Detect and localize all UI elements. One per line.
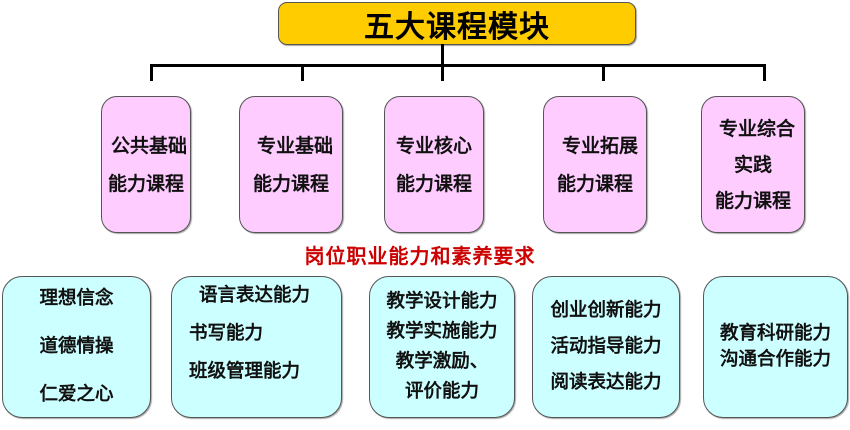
module-professional-expansion: 专业拓展 能力课程 bbox=[543, 96, 647, 233]
connector-drop-2 bbox=[301, 64, 304, 81]
ability-line: 仁爱之心 bbox=[39, 384, 114, 405]
module-line: 专业基础 bbox=[256, 134, 333, 157]
module-line: 能力课程 bbox=[107, 172, 184, 195]
ability-line: 道德情操 bbox=[39, 336, 114, 357]
module-public-foundation: 公共基础 能力课程 bbox=[101, 96, 191, 233]
connector-drop-3 bbox=[441, 64, 444, 81]
requirements-label: 岗位职业能力和素养要求 bbox=[304, 244, 536, 268]
ability-line: 教育科研能力 bbox=[719, 323, 831, 344]
module-comprehensive-practice: 专业综合 实践 能力课程 bbox=[701, 96, 805, 233]
module-line: 能力课程 bbox=[556, 172, 633, 195]
module-line: 能力课程 bbox=[714, 189, 791, 212]
ability-ideals-ethics: 理想信念 道德情操 仁爱之心 bbox=[2, 276, 151, 418]
connector-drop-5 bbox=[763, 64, 766, 81]
module-line: 专业拓展 bbox=[561, 134, 638, 157]
ability-innovation-activity: 创业创新能力 活动指导能力 阅读表达能力 bbox=[532, 276, 680, 418]
ability-line: 教学设计能力 bbox=[386, 291, 498, 312]
ability-line: 教学激励、 bbox=[395, 351, 489, 372]
ability-research-communication: 教育科研能力 沟通合作能力 bbox=[703, 276, 848, 418]
ability-line: 阅读表达能力 bbox=[550, 372, 662, 393]
module-professional-core: 专业核心 能力课程 bbox=[384, 96, 484, 233]
connector-stem bbox=[441, 44, 444, 66]
ability-line: 班级管理能力 bbox=[189, 361, 301, 382]
ability-line: 评价能力 bbox=[404, 381, 479, 402]
module-line: 专业综合 bbox=[718, 117, 795, 140]
module-line: 能力课程 bbox=[395, 172, 472, 195]
ability-line: 创业创新能力 bbox=[550, 300, 662, 321]
ability-line: 理想信念 bbox=[39, 288, 114, 309]
module-line: 公共基础 bbox=[110, 134, 187, 157]
ability-language-management: 语言表达能力 书写能力 班级管理能力 bbox=[171, 276, 342, 418]
module-line: 实践 bbox=[733, 153, 772, 176]
diagram-title: 五大课程模块 bbox=[278, 2, 636, 45]
ability-line: 活动指导能力 bbox=[550, 336, 662, 357]
ability-line: 沟通合作能力 bbox=[719, 349, 831, 370]
connector-drop-4 bbox=[602, 64, 605, 81]
ability-line: 语言表达能力 bbox=[198, 285, 310, 306]
ability-line: 书写能力 bbox=[189, 323, 264, 344]
module-professional-foundation: 专业基础 能力课程 bbox=[239, 96, 343, 233]
ability-teaching: 教学设计能力 教学实施能力 教学激励、 评价能力 bbox=[369, 276, 515, 418]
ability-line: 教学实施能力 bbox=[386, 321, 498, 342]
module-line: 专业核心 bbox=[395, 134, 472, 157]
connector-drop-1 bbox=[150, 64, 153, 81]
module-line: 能力课程 bbox=[252, 172, 329, 195]
connector-horizontal bbox=[150, 64, 766, 67]
